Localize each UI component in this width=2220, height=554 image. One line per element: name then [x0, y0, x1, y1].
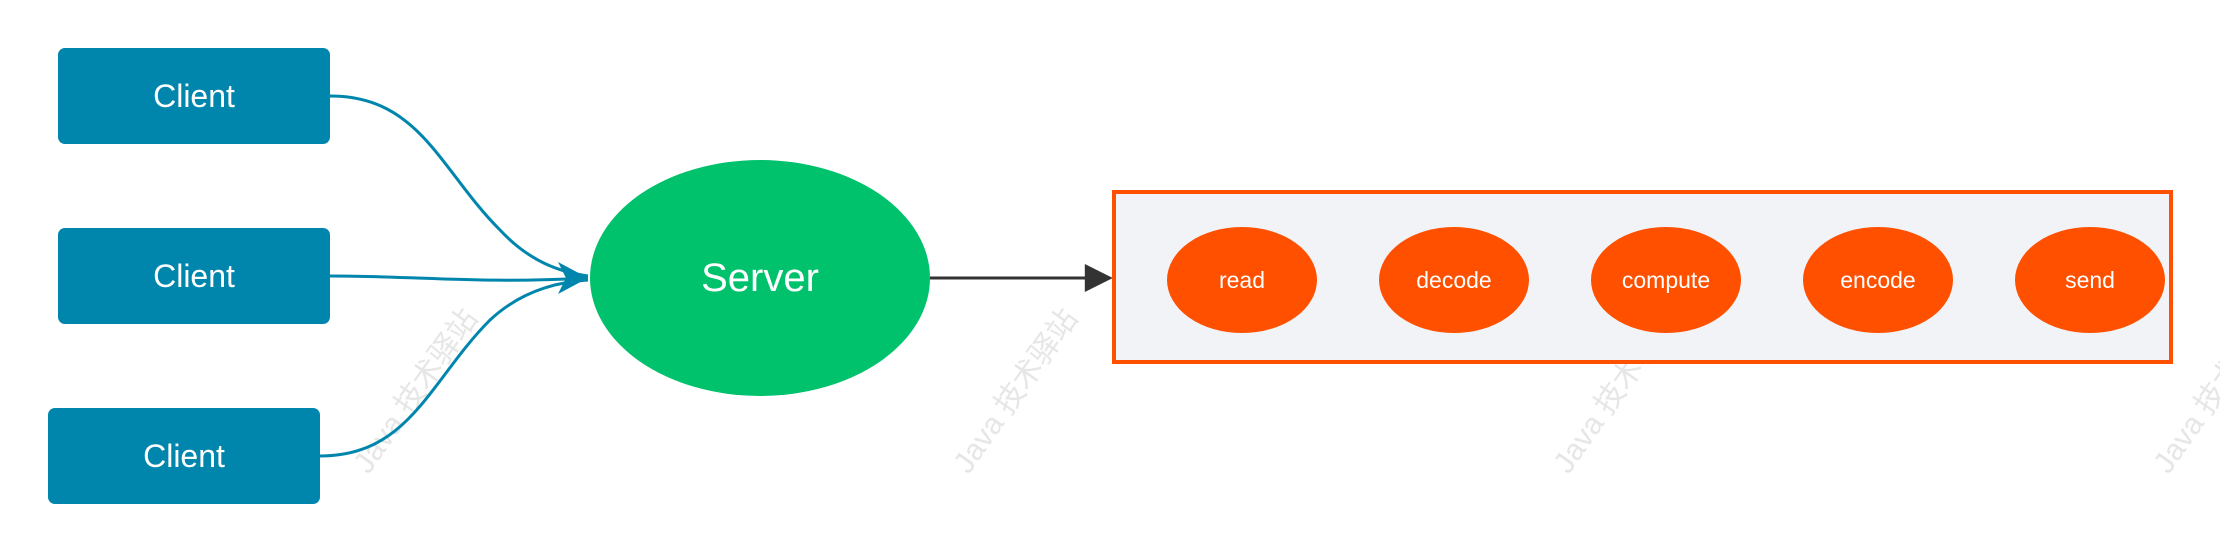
pipeline-container	[1112, 190, 2173, 364]
client3-to-server-edge	[319, 278, 589, 458]
stage-encode: encode	[1803, 227, 1953, 333]
client-node: Client	[58, 48, 330, 144]
stage-label: compute	[1621, 266, 1711, 293]
client1-to-server-edge	[329, 94, 589, 278]
client-label: Client	[153, 257, 235, 294]
client-label: Client	[153, 77, 235, 114]
stage-label: decode	[1416, 266, 1492, 293]
server-label: Server	[701, 255, 819, 300]
stage-label: send	[2065, 266, 2115, 293]
arrowhead-icon	[558, 262, 588, 294]
stage-compute: compute	[1591, 227, 1741, 333]
stage-send: send	[2015, 227, 2165, 333]
stage-label: encode	[1840, 266, 1916, 293]
server-node: Server	[590, 160, 930, 396]
client-node: Client	[58, 228, 330, 324]
client-node: Client	[48, 408, 320, 504]
stage-decode: decode	[1379, 227, 1529, 333]
client2-to-server-edge	[329, 274, 589, 282]
stage-read: read	[1167, 227, 1317, 333]
client-label: Client	[143, 437, 225, 474]
stage-label: read	[1218, 266, 1266, 293]
